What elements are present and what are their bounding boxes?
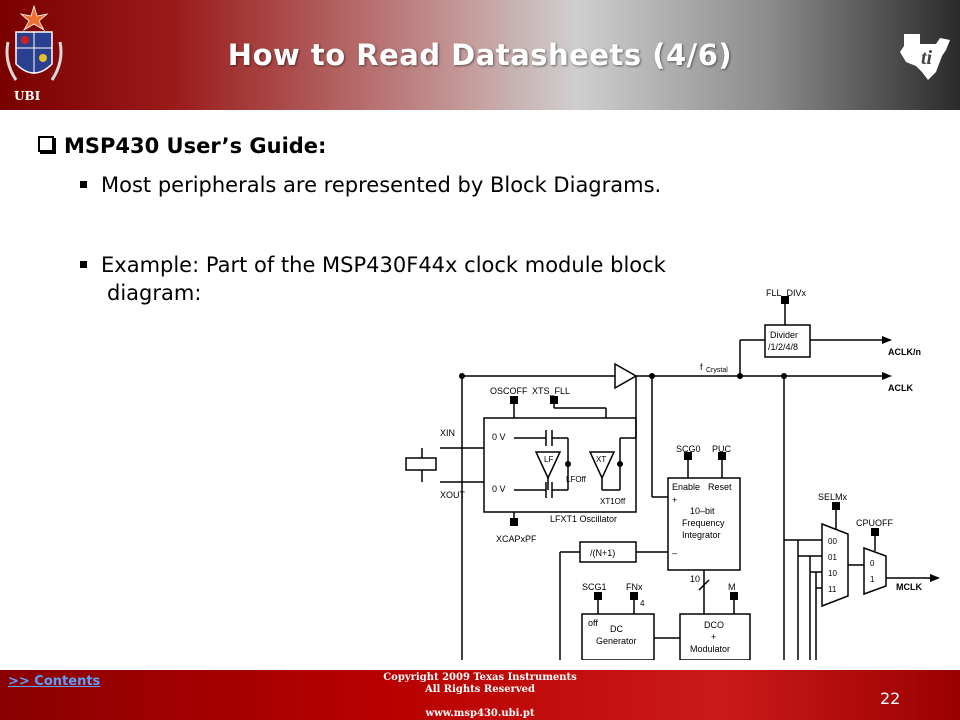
- label-lf: LF: [544, 455, 553, 464]
- label-bus-10: 10: [690, 574, 700, 584]
- label-mux-00: 00: [828, 537, 837, 546]
- ubi-logo-text: UBI: [14, 89, 41, 103]
- label-xcapxpf: XCAPxPF: [496, 534, 537, 544]
- slide-title: How to Read Datasheets (4/6): [227, 38, 733, 72]
- label-plus: +: [672, 495, 677, 505]
- label-lfxt1-oscillator: LFXT1 Oscillator: [550, 514, 617, 524]
- main-bullet: MSP430 User’s Guide:: [38, 134, 326, 158]
- contents-link[interactable]: >> Contents: [8, 674, 101, 689]
- label-off: off: [588, 618, 598, 628]
- label-xt1off: XT1Off: [600, 497, 626, 506]
- clock-module-block-diagram: FLL_DIVx Divider /1/2/4/8 f Crystal ACLK…: [405, 288, 940, 660]
- copyright-line1: Copyright 2009 Texas Instruments: [383, 672, 577, 683]
- label-scg1: SCG1: [582, 582, 607, 592]
- sub-bullet-text-line1: Example: Part of the MSP430F44x clock mo…: [101, 253, 666, 277]
- slide-footer: [0, 670, 960, 720]
- label-puc: PUC: [712, 444, 732, 454]
- slide-header: [0, 0, 960, 110]
- texas-instruments-logo-icon: ti: [900, 34, 950, 80]
- label-dco: DCO: [704, 620, 724, 630]
- label-xout: XOUT: [440, 490, 466, 500]
- label-aclk: ACLK: [888, 383, 913, 393]
- label-dco-plus: +: [711, 632, 716, 642]
- label-selmx: SELMx: [818, 492, 848, 502]
- label-f-crystal: f: [700, 362, 703, 372]
- square-bullet-icon: [80, 181, 87, 188]
- label-xin: XIN: [440, 428, 455, 438]
- main-bullet-text: MSP430 User’s Guide:: [64, 134, 327, 158]
- label-minus: –: [672, 548, 677, 558]
- label-m: M: [728, 582, 736, 592]
- label-n-plus-1: /(N+1): [590, 548, 615, 558]
- label-fll-divx: FLL_DIVx: [766, 288, 807, 298]
- copyright-line2: All Rights Reserved: [424, 684, 536, 695]
- checkbox-bullet-icon: [38, 136, 54, 152]
- copyright-notice: Copyright 2009 Texas Instruments All Rig…: [330, 672, 630, 696]
- label-lfoff: LFOff: [566, 475, 587, 484]
- label-mux-01: 01: [828, 553, 837, 562]
- sub-bullet-text: Most peripherals are represented by Bloc…: [101, 173, 662, 197]
- university-crest-icon: [5, 4, 63, 81]
- label-mux-10: 10: [828, 569, 837, 578]
- sub-bullet-example: Example: Part of the MSP430F44x clock mo…: [80, 251, 860, 307]
- page-number: 22: [880, 689, 901, 708]
- label-fnx: FNx: [626, 582, 643, 592]
- svg-text:ti: ti: [921, 47, 933, 69]
- label-0v-bottom: 0 V: [492, 484, 506, 494]
- label-fnx-4: 4: [640, 599, 645, 608]
- label-cpuoff: CPUOFF: [856, 518, 894, 528]
- label-generator: Generator: [596, 636, 637, 646]
- label-integrator-frequency: Frequency: [682, 518, 725, 528]
- label-f-crystal-sub: Crystal: [706, 367, 728, 374]
- label-mclk: MCLK: [896, 582, 922, 592]
- label-mux2-0: 0: [870, 559, 875, 568]
- label-integrator-bits: 10–bit: [690, 506, 715, 516]
- square-bullet-icon: [80, 261, 87, 268]
- label-modulator: Modulator: [690, 644, 730, 654]
- label-enable: Enable: [672, 482, 700, 492]
- label-mux-11: 11: [828, 585, 837, 594]
- label-divider-ratios: /1/2/4/8: [768, 342, 798, 352]
- label-oscoff: OSCOFF: [490, 386, 528, 396]
- label-aclk-n: ACLK/n: [888, 347, 921, 357]
- label-mux2-1: 1: [870, 575, 875, 584]
- label-xts-fll: XTS_FLL: [532, 386, 570, 396]
- label-dc: DC: [610, 624, 623, 634]
- label-scg0: SCG0: [676, 444, 701, 454]
- label-0v-top: 0 V: [492, 432, 506, 442]
- label-integrator: Integrator: [682, 530, 721, 540]
- website-url: www.msp430.ubi.pt: [425, 708, 535, 719]
- sub-bullet-text-line2: diagram:: [107, 281, 202, 305]
- label-xt: XT: [596, 455, 606, 464]
- label-divider: Divider: [770, 330, 798, 340]
- sub-bullet-block-diagrams: Most peripherals are represented by Bloc…: [80, 173, 661, 197]
- label-reset: Reset: [708, 482, 732, 492]
